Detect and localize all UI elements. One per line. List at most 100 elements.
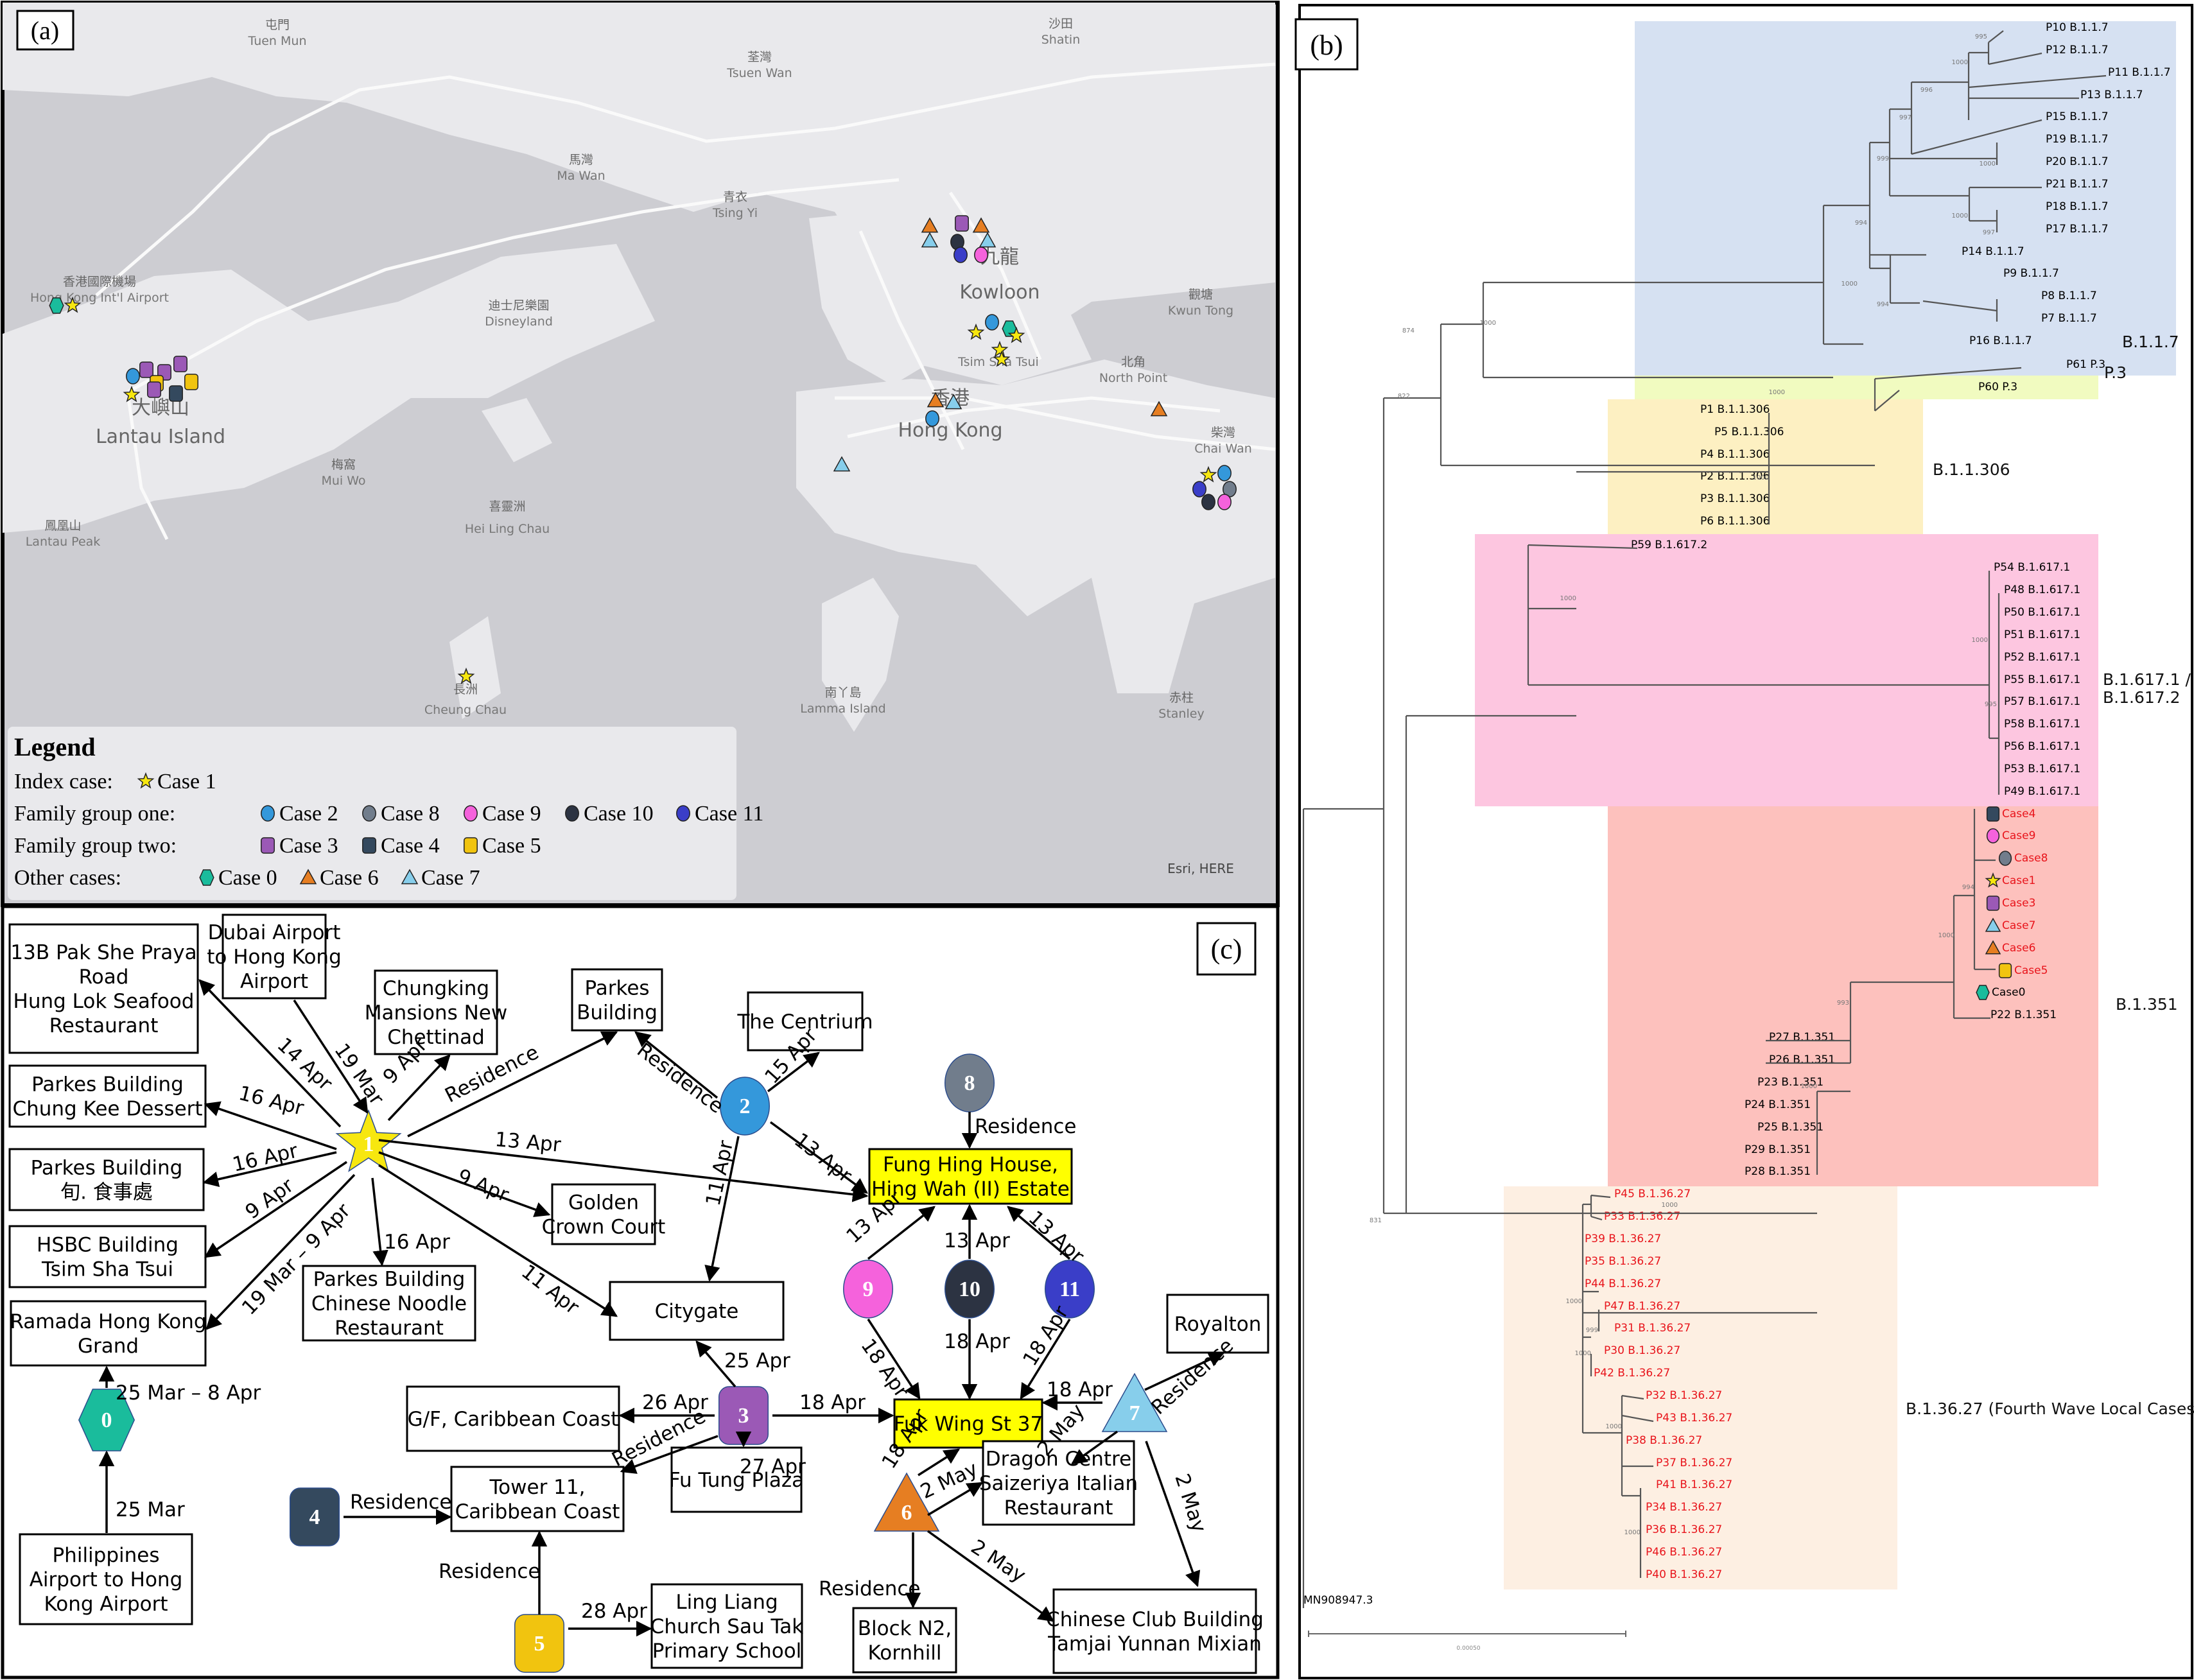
legend-marker-rounded-square-icon xyxy=(464,837,478,854)
bootstrap-value: 1000 xyxy=(1606,1423,1622,1430)
tree-leaf-label: P7 B.1.1.7 xyxy=(2041,312,2097,325)
map-marker-case4-icon xyxy=(169,385,183,402)
edge-label: 27 Apr xyxy=(740,1455,806,1478)
case1-node-label: 1 xyxy=(363,1132,374,1156)
place-label: Hing Wah (II) Estate xyxy=(871,1178,1070,1201)
panel-c-label: (c) xyxy=(1211,933,1242,965)
tree-leaf-label: P33 B.1.36.27 xyxy=(1604,1210,1680,1223)
clade-bg-3 xyxy=(1475,534,2098,806)
legend-case-label: Case 8 xyxy=(381,802,440,826)
edge-e1-golden xyxy=(378,1151,551,1217)
case2-node-label: 2 xyxy=(740,1095,751,1118)
tree-leaf-label: P16 B.1.1.7 xyxy=(1969,334,2032,347)
panel-c-label-box xyxy=(1196,922,1257,976)
place-lamma: Lamma Island xyxy=(800,702,885,716)
legend-case-label: Case 4 xyxy=(381,834,440,858)
place-box-pak-she xyxy=(8,923,199,1054)
root-label: MN908947.3 xyxy=(1303,1594,1373,1607)
tree-leaf-label: P26 B.1.351 xyxy=(1769,1053,1835,1066)
map-marker-case7-icon xyxy=(945,394,962,410)
bootstrap-value: 1000 xyxy=(1566,1298,1582,1305)
place-north-point-zh: 北角 xyxy=(1121,355,1145,369)
tree-leaf-label: P51 B.1.617.1 xyxy=(2004,628,2080,641)
tree-leaf-label: P32 B.1.36.27 xyxy=(1646,1389,1722,1402)
map-marker-case7-icon xyxy=(921,232,939,248)
clade-bg-1 xyxy=(1635,376,2098,399)
tree-leaf-label: P44 B.1.36.27 xyxy=(1585,1277,1661,1290)
case6-node-label: 6 xyxy=(901,1501,912,1525)
tree-leaf-label: P45 B.1.36.27 xyxy=(1614,1188,1691,1200)
tree-leaf-label: P14 B.1.1.7 xyxy=(1962,245,2024,258)
case2-node-circle-icon xyxy=(720,1077,770,1136)
edge-label: Residence xyxy=(975,1115,1077,1138)
place-label: Royalton xyxy=(1174,1313,1262,1336)
tree-leaf-label: P21 B.1.1.7 xyxy=(2046,178,2109,191)
map-marker-case3-icon xyxy=(955,215,969,232)
bootstrap-value: 1000 xyxy=(1972,637,1988,644)
tree-leaf-label: P43 B.1.36.27 xyxy=(1656,1412,1732,1425)
legend-marker-rounded-square-icon xyxy=(261,837,275,854)
tree-leaf-label: P4 B.1.1.306 xyxy=(1700,448,1770,461)
legend-case-label: Case 10 xyxy=(584,802,654,826)
place-tsuen-wan-zh: 荃灣 xyxy=(747,50,772,64)
map-marker-case10-icon xyxy=(1201,494,1215,510)
bootstrap-value: 999 xyxy=(1877,155,1889,162)
place-label: Parkes xyxy=(584,977,649,1000)
map-marker-case1-icon xyxy=(64,296,82,313)
edge-label: Residence xyxy=(439,1560,541,1583)
place-cheung-chau-zh: 長洲 xyxy=(453,682,478,697)
place-label: Saizeriya Italian xyxy=(979,1472,1138,1495)
tree-branch xyxy=(1968,74,2107,89)
place-label: Building xyxy=(577,1001,657,1025)
edge-label: 26 Apr xyxy=(642,1391,708,1414)
bootstrap-value: 996 xyxy=(1920,87,1933,94)
edge-e1-ramada xyxy=(205,1173,356,1330)
place-label: Block N2, xyxy=(858,1617,952,1640)
place-label: Ramada Hong Kong xyxy=(10,1310,206,1333)
tree-leaf-label: P11 B.1.1.7 xyxy=(2108,66,2171,79)
tree-leaf-label: P57 B.1.617.1 xyxy=(2004,695,2080,708)
edge-label: Residence xyxy=(819,1577,921,1600)
tree-leaf-label: P35 B.1.36.27 xyxy=(1585,1255,1661,1268)
tree-leaf-label: P10 B.1.1.7 xyxy=(2046,21,2109,34)
bootstrap-value: 994 xyxy=(1877,301,1889,308)
place-label: Ling Liang xyxy=(675,1591,778,1614)
case4-node-label: 4 xyxy=(309,1505,320,1529)
edge-label: 25 Apr xyxy=(724,1349,790,1373)
legend-marker-hexagon-icon xyxy=(199,869,214,886)
tree-leaf-label: P47 B.1.36.27 xyxy=(1604,1300,1680,1313)
tree-leaf-label: P59 B.1.617.2 xyxy=(1631,539,1707,551)
place-label: to Hong Kong xyxy=(207,946,342,969)
edge-e6-fukwing xyxy=(918,1448,961,1476)
legend-case-label: Case 1 xyxy=(157,770,216,793)
legend-row-label: Other cases: xyxy=(14,866,121,890)
edge-e6-club xyxy=(927,1530,1054,1622)
map-marker-case2-icon xyxy=(1217,465,1232,481)
tree-leaf-label: P28 B.1.351 xyxy=(1745,1165,1811,1178)
panel-a-label: (a) xyxy=(31,16,59,45)
place-label: Road xyxy=(79,966,129,989)
place-box-fu-tung xyxy=(670,1446,803,1513)
map-marker-case1-icon xyxy=(1007,326,1025,343)
tree-leaf-label: P3 B.1.1.306 xyxy=(1700,492,1770,505)
place-label: Restaurant xyxy=(49,1014,159,1037)
case1-node-star-icon xyxy=(335,1109,402,1172)
place-label: Parkes Building xyxy=(31,1157,183,1180)
tree-leaf-case9-icon xyxy=(1986,828,2000,844)
tree-leaf-case6-icon xyxy=(1985,940,2001,955)
tree-leaf-label: P61 P.3 xyxy=(2066,358,2105,371)
tree-leaf-label: P53 B.1.617.1 xyxy=(2004,763,2080,775)
bootstrap-value: 1000 xyxy=(1841,281,1858,288)
tree-branch xyxy=(1621,1414,1654,1423)
edge-e1-parkes xyxy=(407,1031,618,1138)
place-label: Airport xyxy=(240,970,308,993)
map-marker-case2-icon xyxy=(925,410,939,427)
clade-label: B.1.351 xyxy=(2116,995,2178,1014)
tree-leaf-label: P46 B.1.36.27 xyxy=(1646,1546,1722,1559)
place-label: Primary School xyxy=(652,1640,802,1663)
bootstrap-value: 999 xyxy=(1586,1327,1598,1334)
place-label: Tower 11, xyxy=(489,1476,586,1499)
map-case-markers xyxy=(49,215,1237,684)
